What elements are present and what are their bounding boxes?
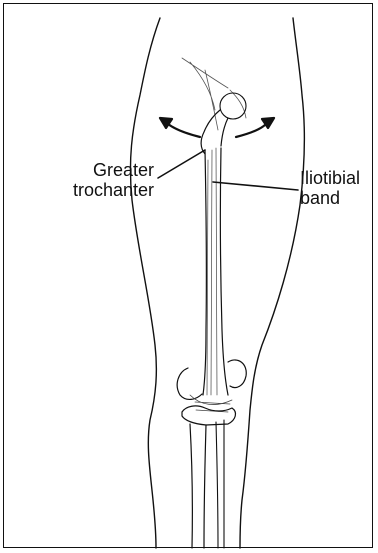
femur-shaft: [203, 150, 206, 395]
femur-proximal: [201, 110, 228, 154]
fibula: [216, 420, 224, 548]
leader-line-greater-trochanter: [158, 150, 205, 178]
knee-right-condyle: [228, 360, 246, 388]
label-greater-trochanter-line1: Greater: [73, 160, 154, 180]
femur-shaft-inner: [220, 148, 228, 395]
label-greater-trochanter-line2: trochanter: [73, 180, 154, 200]
label-iliotibial-band-line1: Iliotibial: [300, 168, 360, 188]
leg-outline-right: [240, 18, 304, 548]
arrow-left-curve: [168, 124, 200, 137]
label-greater-trochanter: Greater trochanter: [73, 160, 154, 200]
leader-line-iliotibial-band: [213, 182, 298, 190]
label-iliotibial-band: Iliotibial band: [300, 168, 360, 208]
arrow-right-curve: [236, 124, 266, 137]
leg-outline-left: [130, 18, 160, 548]
tibia-shaft: [190, 424, 206, 548]
knee-left-condyle: [177, 368, 202, 399]
label-iliotibial-band-line2: band: [300, 188, 360, 208]
tibia-head: [182, 406, 235, 425]
iliotibial-band-lines: [207, 148, 217, 395]
